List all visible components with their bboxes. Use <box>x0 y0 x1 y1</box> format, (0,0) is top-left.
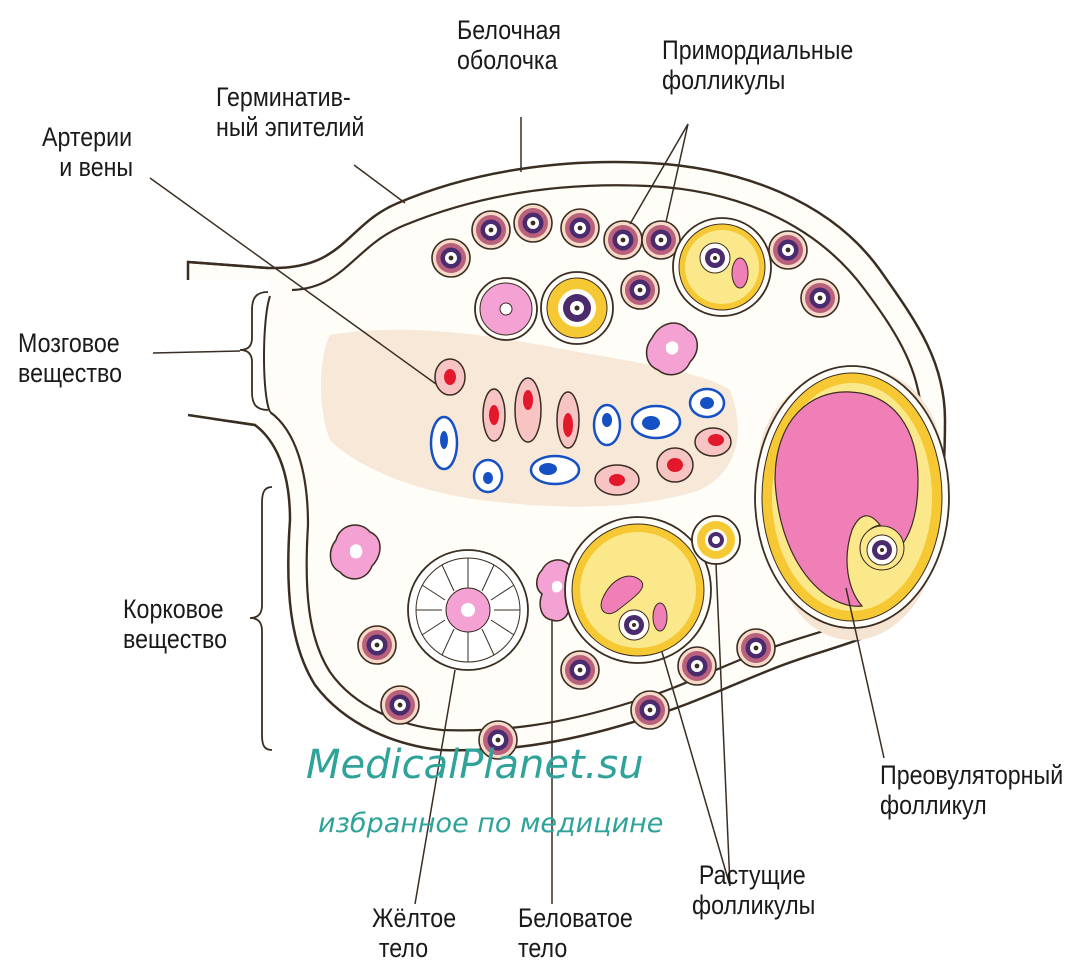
corpus-luteum <box>408 550 528 670</box>
cortex-brace <box>250 487 272 750</box>
growing-follicle-small <box>692 516 740 564</box>
secondary-follicle-top <box>541 272 613 344</box>
antral-follicle-top <box>673 218 771 316</box>
leader-germinal <box>354 165 405 203</box>
label-germinal-epithelium: Герминатив-ный эпителий <box>216 82 364 142</box>
watermark-tagline: избранное по медицине <box>318 808 663 839</box>
growing-follicle-large <box>565 517 711 663</box>
watermark-site: MedicalPlanet.su <box>306 742 644 788</box>
atretic-follicle-top <box>475 278 537 340</box>
